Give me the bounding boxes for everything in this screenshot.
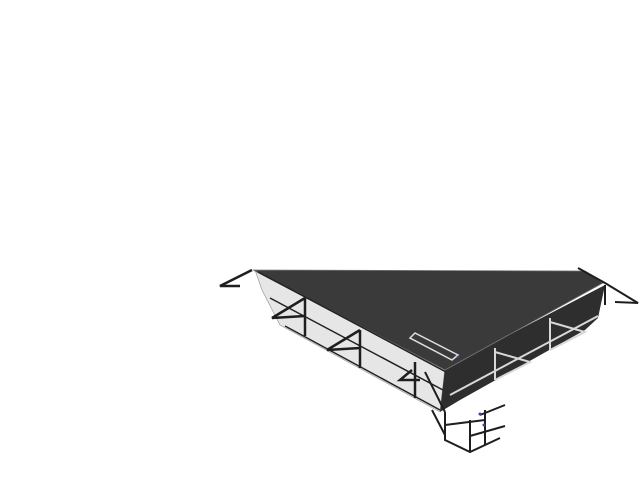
tower-markers (456, 355, 486, 427)
right-bracket (577, 267, 639, 305)
tower-structure (424, 371, 506, 454)
deck-hatch (408, 332, 460, 361)
right-frame (449, 315, 599, 396)
right-wall (440, 285, 605, 412)
left-brackets (219, 268, 420, 382)
